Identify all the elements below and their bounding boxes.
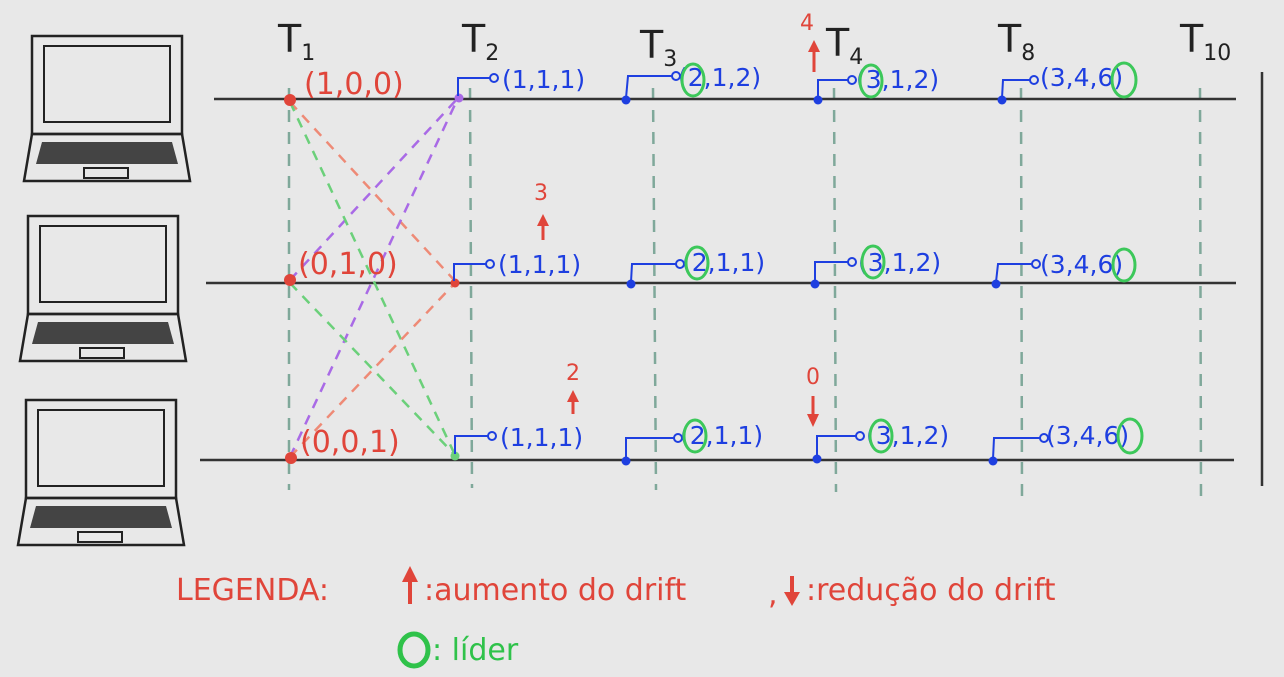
vector-p2-t3: (2,1,1) <box>682 248 765 277</box>
drift-value-p3-down: 0 <box>806 365 820 390</box>
legend-increase: :aumento do drift <box>424 573 687 608</box>
process-timelines <box>200 97 1236 462</box>
vector-p2-t8: (3,4,6) <box>1040 250 1123 279</box>
leader-value: 2 <box>692 248 708 277</box>
arrow-down-icon <box>807 414 819 427</box>
arrow-down-icon <box>784 592 800 606</box>
leader-value: 3 <box>868 248 884 277</box>
vector-p3-t8: (3,4,6) <box>1046 421 1129 450</box>
leader-value: 6 <box>1097 63 1113 92</box>
vector-p2-t4: (3,1,2) <box>858 248 941 277</box>
time-label-t4: T4 <box>825 21 863 70</box>
time-gridlines <box>287 87 1203 501</box>
vector-p3-t2: (1,1,1) <box>500 423 583 452</box>
vector-p3-t4: (3,1,2) <box>866 421 949 450</box>
vector-p2-t2: (1,1,1) <box>498 250 581 279</box>
arrow-up-icon <box>402 566 418 582</box>
clock-vectors: (1,1,1) (2,1,2) (3,1,2) (3,4,6) (1,1,1) … <box>498 63 1129 452</box>
messages <box>288 97 460 458</box>
legend-leader: : líder <box>432 633 519 668</box>
drift-value-p3: 2 <box>566 361 580 386</box>
drift-value-p1: 4 <box>800 11 814 36</box>
initial-events <box>284 94 297 464</box>
laptop-icon <box>18 214 188 363</box>
leader-value: 3 <box>866 65 882 94</box>
leader-circle-icon <box>397 631 431 669</box>
hook-arrows <box>453 71 1049 460</box>
legend-title: LEGENDA: <box>176 573 329 608</box>
vector-p1-t4: (3,1,2) <box>856 65 939 94</box>
legend: LEGENDA: :aumento do drift , :redução do… <box>176 566 1056 669</box>
time-label-t8: T8 <box>997 17 1035 66</box>
leader-value: 2 <box>688 63 704 92</box>
vector-p3-t3: (2,1,1) <box>680 421 763 450</box>
leader-value: 6 <box>1103 421 1119 450</box>
arrow-up-icon <box>537 214 549 226</box>
leader-value: 3 <box>876 421 892 450</box>
laptop-icon <box>16 398 186 547</box>
vector-p1-t8: (3,4,6) <box>1040 63 1123 92</box>
legend-decrease: :redução do drift <box>806 573 1056 608</box>
initial-clock-p3: (0,0,1) <box>300 425 400 460</box>
leader-value: 6 <box>1097 250 1113 279</box>
laptop-icon <box>22 34 192 183</box>
arrow-up-icon <box>567 390 579 402</box>
vector-p1-t2: (1,1,1) <box>502 65 585 94</box>
initial-clock-p1: (1,0,0) <box>304 67 404 102</box>
initial-clock-p2: (0,1,0) <box>298 247 398 282</box>
time-labels: T1 T2 T3 T4 T8 T10 <box>277 17 1231 72</box>
leader-value: 2 <box>690 421 706 450</box>
time-label-t3: T3 <box>639 23 677 72</box>
drift-value-p2: 3 <box>534 181 548 206</box>
vector-p1-t3: (2,1,2) <box>678 63 761 92</box>
legend-separator: , <box>768 577 778 612</box>
time-label-t10: T10 <box>1179 17 1231 66</box>
time-label-t1: T1 <box>277 17 315 66</box>
leader-markers <box>680 61 1144 455</box>
arrow-up-icon <box>808 40 820 52</box>
time-label-t2: T2 <box>461 17 499 66</box>
drift-indicators: 4 3 2 0 <box>534 11 820 427</box>
event-dots <box>621 95 1007 466</box>
